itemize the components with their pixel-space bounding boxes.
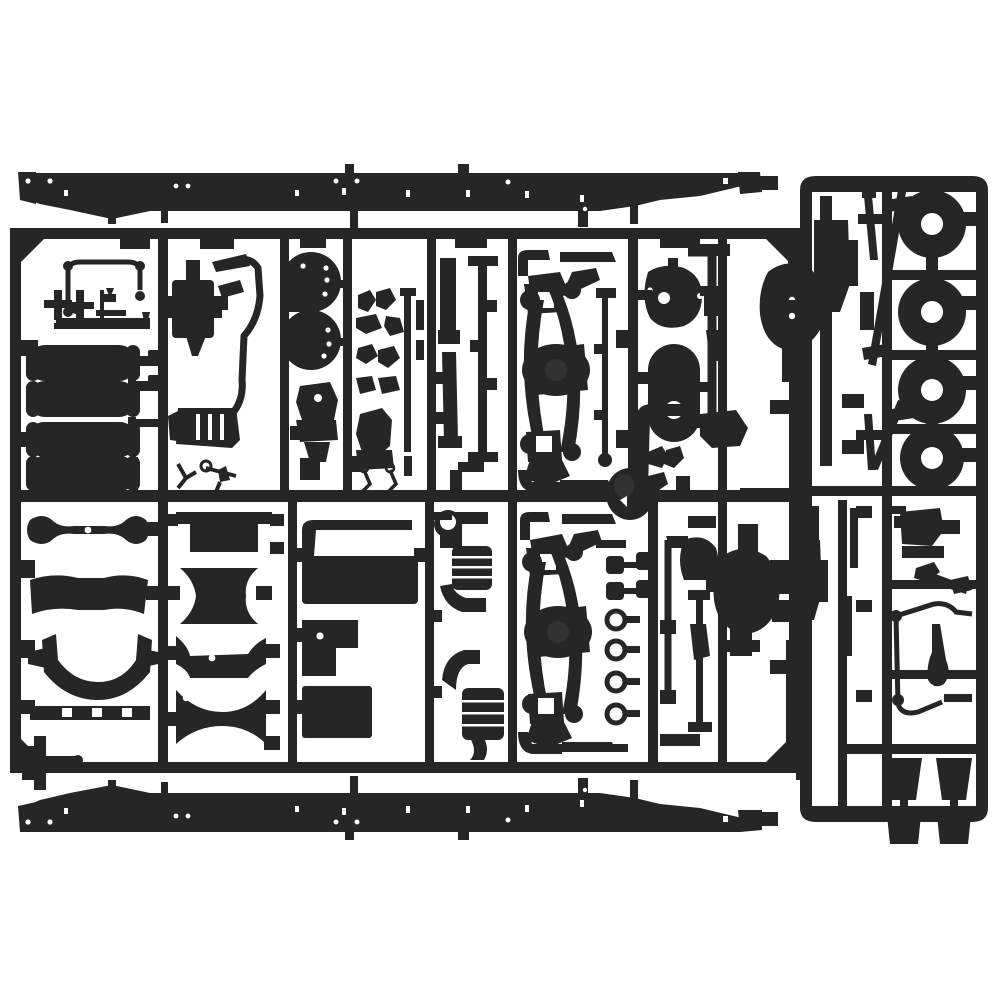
small-detail-parts-column — [352, 288, 424, 494]
air-tank-cylinders — [26, 345, 164, 498]
right-lower-detail-parts — [844, 506, 973, 844]
wheel-rim-discs — [898, 186, 976, 490]
cross-member-plates — [168, 512, 284, 750]
shovel-and-rod-parts — [660, 536, 719, 746]
knob-and-ring-parts — [596, 540, 654, 752]
upper-rod-and-tank-parts — [594, 288, 630, 467]
fuel-tank-and-exhaust-parts — [296, 510, 504, 760]
upper-chassis-rail — [18, 164, 778, 228]
inter-frame-connectors — [740, 228, 802, 772]
air-line-parts — [44, 259, 150, 330]
leaf-spring-assembly-lower — [518, 512, 616, 754]
long-shaft-parts — [436, 256, 498, 490]
upper-right-bracket-parts — [636, 244, 748, 490]
brake-drum-discs — [281, 252, 346, 480]
compressor-and-brackets — [164, 254, 264, 493]
sprue-gate-blob — [606, 468, 654, 520]
lower-chassis-rail — [18, 776, 778, 840]
leaf-spring-assembly-upper — [518, 250, 616, 492]
lower-left-parts — [22, 516, 162, 790]
